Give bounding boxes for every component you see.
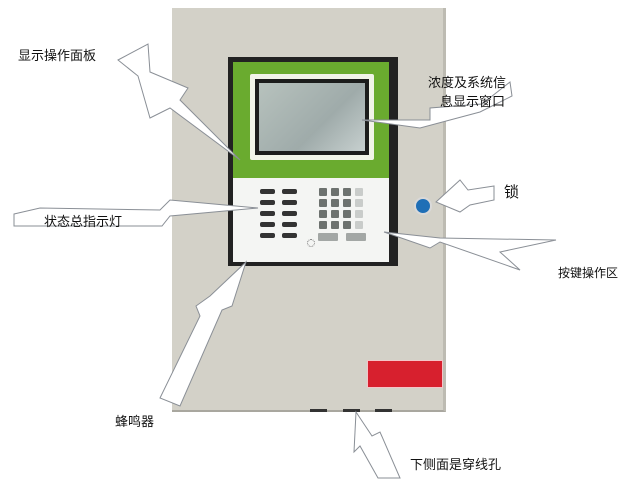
status-led	[260, 233, 275, 238]
arrow-status-lights	[13, 199, 259, 227]
keypad-key[interactable]	[343, 188, 351, 196]
label-buzzer: 蜂鸣器	[115, 415, 155, 430]
label-lock: 锁	[504, 183, 520, 201]
keypad-key[interactable]	[343, 199, 351, 207]
keypad-key[interactable]	[355, 210, 363, 218]
keypad-key[interactable]	[355, 221, 363, 229]
arrow-display-panel	[117, 43, 241, 161]
arrow-buzzer	[159, 260, 248, 407]
control-area	[233, 178, 389, 262]
status-led	[260, 222, 275, 227]
status-led	[260, 211, 275, 216]
arrow-info-window	[361, 81, 513, 129]
label-display-panel: 显示操作面板	[18, 49, 97, 64]
arrow-keypad	[383, 231, 557, 271]
keypad-key[interactable]	[319, 210, 327, 218]
keypad-key[interactable]	[331, 188, 339, 196]
nameplate	[367, 360, 443, 388]
label-info-window-1: 浓度及系统信	[428, 76, 507, 91]
keypad-wide-key[interactable]	[346, 233, 366, 241]
lcd-display	[259, 83, 365, 151]
keypad-key[interactable]	[343, 210, 351, 218]
status-led	[282, 200, 297, 205]
arrow-cable-holes	[353, 410, 401, 479]
lock-icon	[414, 197, 432, 215]
label-keypad: 按键操作区	[558, 266, 619, 280]
cable-hole	[343, 409, 360, 412]
cable-hole	[375, 409, 392, 412]
buzzer	[307, 239, 315, 247]
status-led	[282, 211, 297, 216]
label-cable-holes: 下侧面是穿线孔	[410, 458, 502, 473]
keypad-key[interactable]	[331, 221, 339, 229]
status-led	[260, 200, 275, 205]
keypad-key[interactable]	[355, 199, 363, 207]
keypad-wide-key[interactable]	[318, 233, 338, 241]
status-led	[282, 222, 297, 227]
keypad-key[interactable]	[331, 199, 339, 207]
cable-hole	[310, 409, 327, 412]
keypad-key[interactable]	[319, 199, 327, 207]
arrow-lock	[435, 179, 495, 213]
keypad-key[interactable]	[319, 221, 327, 229]
status-led	[260, 189, 275, 194]
status-led	[282, 189, 297, 194]
keypad-key[interactable]	[331, 210, 339, 218]
status-led	[282, 233, 297, 238]
keypad-key[interactable]	[355, 188, 363, 196]
keypad-key[interactable]	[343, 221, 351, 229]
label-info-window-2: 息显示窗口	[440, 95, 506, 110]
keypad-key[interactable]	[319, 188, 327, 196]
label-status-lights: 状态总指示灯	[44, 215, 123, 230]
